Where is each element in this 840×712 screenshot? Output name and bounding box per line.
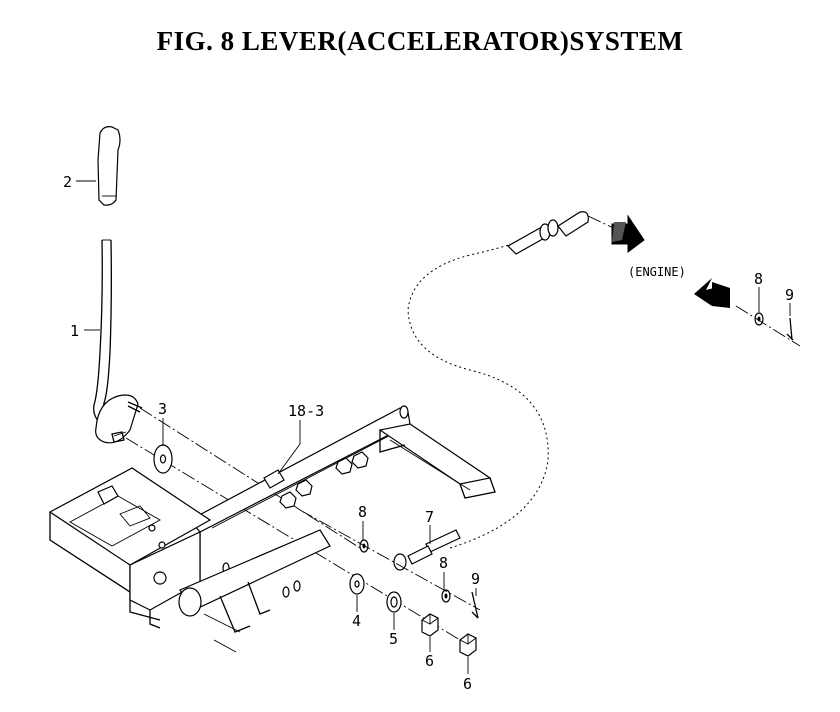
lever-rod — [93, 239, 113, 427]
engine-arrow-upper — [611, 214, 645, 253]
callout-6a: 6 — [425, 652, 434, 670]
engine-arrow-lower — [694, 278, 730, 308]
callout-7: 7 — [425, 508, 434, 526]
lever-plate — [95, 394, 143, 444]
throttle-cable — [407, 211, 623, 549]
callout-3: 3 — [158, 400, 167, 418]
washer-5 — [386, 591, 402, 613]
callout-2: 2 — [63, 173, 72, 191]
pin-9-lower — [471, 591, 479, 619]
callout-8c: 8 — [754, 270, 763, 288]
nut-6-lower — [459, 633, 477, 657]
washer-3 — [153, 444, 173, 474]
washer-4 — [349, 573, 365, 595]
callout-5: 5 — [389, 630, 398, 648]
callout-8a: 8 — [358, 503, 367, 521]
figure-title: FIG. 8 LEVER(ACCELERATOR)SYSTEM — [156, 26, 684, 56]
callout-18-3: 18-3 — [288, 402, 324, 420]
callout-6b: 6 — [463, 675, 472, 693]
shaft-tube — [178, 529, 331, 653]
callout-1: 1 — [70, 322, 79, 340]
cable-end-7 — [393, 529, 461, 571]
leader-lines — [76, 180, 791, 674]
engine-label: (ENGINE) — [628, 265, 686, 279]
callout-9a: 9 — [471, 570, 480, 588]
frame-bracket — [189, 405, 496, 598]
nut-6-upper — [421, 613, 439, 637]
pin-9-engine — [786, 317, 794, 341]
washer-8-lower — [441, 589, 451, 603]
callout-9b: 9 — [785, 286, 794, 304]
callout-8b: 8 — [439, 554, 448, 572]
lever-knob — [97, 126, 121, 206]
callout-4: 4 — [352, 612, 361, 630]
